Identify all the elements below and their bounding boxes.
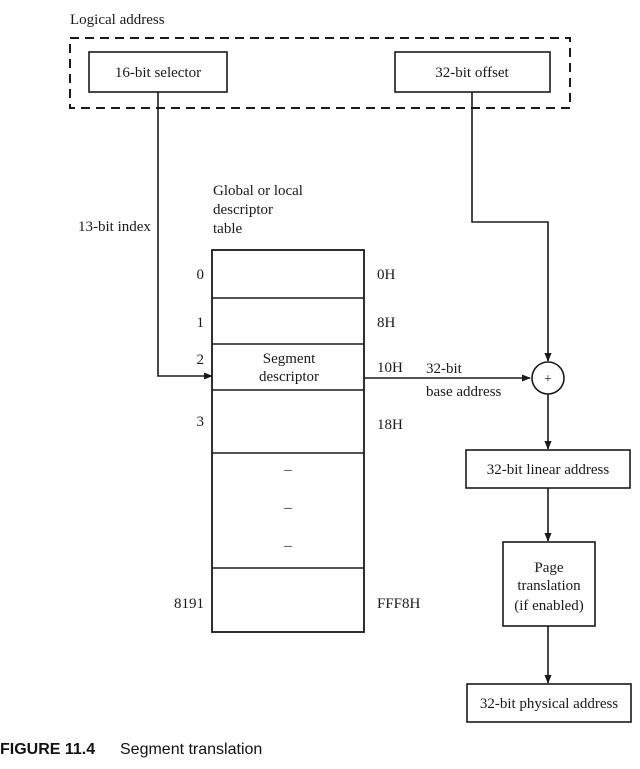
row-address: 8H xyxy=(377,315,396,331)
segment-descriptor-line-1: Segment xyxy=(263,351,316,367)
segment-descriptor-line-2: descriptor xyxy=(259,369,319,385)
offset-box xyxy=(394,51,551,93)
row-address: 10H xyxy=(377,360,403,376)
index-label: 13-bit index xyxy=(78,219,151,235)
index-arrow xyxy=(157,92,213,380)
row-address: FFF8H xyxy=(377,596,421,612)
physical-address-label: 32-bit physical address xyxy=(480,696,618,712)
ellipsis-dash: – xyxy=(283,538,292,554)
table-title-line-3: table xyxy=(213,221,242,237)
row-index: 2 xyxy=(197,352,205,368)
table-title-line-1: Global or local xyxy=(213,183,303,199)
linear-address-label: 32-bit linear address xyxy=(487,462,610,478)
row-address: 18H xyxy=(377,417,403,433)
page-translation-line-3: (if enabled) xyxy=(514,598,584,614)
offset-arrow xyxy=(471,92,552,362)
table-title: Global or local descriptor table xyxy=(213,183,307,237)
page-translation-line-2: translation xyxy=(517,578,581,594)
ellipsis-dash: – xyxy=(283,462,292,478)
ellipsis-dash: – xyxy=(283,500,292,516)
page-translation-box xyxy=(502,541,596,627)
row-index: 1 xyxy=(197,315,205,331)
adder-symbol: + xyxy=(544,372,552,387)
selector-label: 16-bit selector xyxy=(115,65,201,81)
figure-caption-text: Segment translation xyxy=(120,741,262,758)
row-address: 0H xyxy=(377,267,396,283)
selector-box xyxy=(88,51,228,93)
base-label-line-2: base address xyxy=(426,384,502,400)
base-label-line-1: 32-bit xyxy=(426,361,463,377)
offset-label: 32-bit offset xyxy=(435,65,509,81)
descriptor-table xyxy=(211,249,365,633)
logical-address-label: Logical address xyxy=(70,12,165,28)
row-index: 0 xyxy=(197,267,205,283)
row-index: 3 xyxy=(197,414,205,430)
row-index: 8191 xyxy=(174,596,204,612)
figure-caption-label: FIGURE 11.4 xyxy=(0,741,95,758)
physical-address-box xyxy=(466,683,632,723)
page-translation-line-1: Page xyxy=(534,560,564,576)
table-title-line-2: descriptor xyxy=(213,202,273,218)
